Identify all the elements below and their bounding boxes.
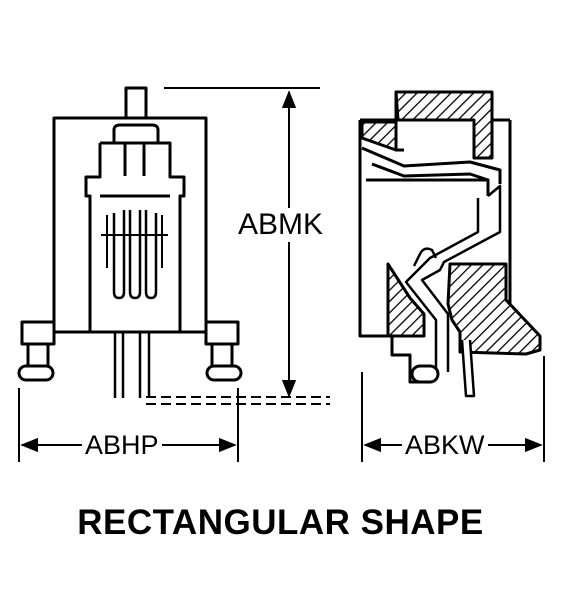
section-view — [358, 90, 542, 398]
shape-caption: RECTANGULAR SHAPE — [77, 503, 484, 542]
front-view — [17, 86, 243, 398]
height-dimension-label: ABMK — [236, 208, 326, 242]
depth-dimension-label: ABKW — [402, 432, 488, 459]
width-dimension-label: ABHP — [82, 432, 162, 459]
